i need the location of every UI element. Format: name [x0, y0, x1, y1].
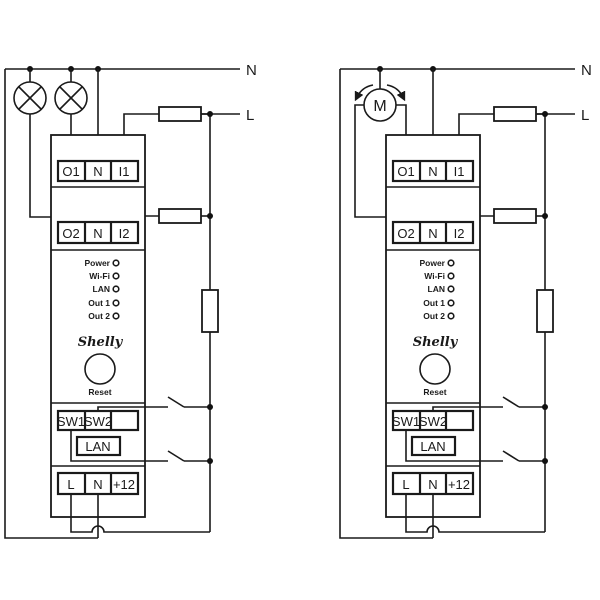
neutral-return-wire: [339, 69, 433, 539]
led-icon: [112, 272, 120, 280]
led-label-wifi: Wi-Fi: [89, 271, 110, 281]
live-label: L: [581, 107, 589, 124]
terminal-l: L: [67, 477, 74, 492]
wire-power-live: [405, 494, 545, 533]
terminal-block-switch: SW1 SW2: [391, 409, 475, 432]
rotation-left-arrow-icon: [354, 84, 374, 102]
lan-port: [75, 435, 122, 457]
terminal-i1: I1: [454, 164, 465, 179]
led-label-out2: Out 2: [423, 311, 445, 321]
fuse-2: [493, 208, 537, 224]
switch-1: [502, 396, 520, 408]
reset-label: Reset: [423, 387, 446, 397]
terminal-i2: I2: [119, 226, 130, 241]
led-label-out2: Out 2: [88, 311, 110, 321]
led-icon: [112, 285, 120, 293]
terminal-sw1: SW1: [57, 414, 85, 429]
terminal-block-switch: SW1 SW2: [56, 409, 140, 432]
shelly-logo: Shelly: [78, 335, 124, 350]
lan-port: [410, 435, 457, 457]
terminal-n: N: [93, 477, 102, 492]
led-icon: [112, 259, 120, 267]
switch-2: [167, 450, 185, 462]
led-panel: Power Wi-Fi LAN Out 1 Out 2: [419, 258, 455, 321]
terminal-n: N: [428, 226, 437, 241]
led-icon: [447, 259, 455, 267]
lamp-1: [13, 69, 47, 115]
led-label-lan: LAN: [428, 284, 445, 294]
led-icon: [447, 299, 455, 307]
led-label-out1: Out 1: [423, 298, 445, 308]
neutral-label: N: [246, 62, 257, 79]
terminal-sw2: SW2: [84, 414, 112, 429]
terminal-o1: O1: [62, 164, 79, 179]
terminal-n: N: [428, 164, 437, 179]
reset-button: [84, 353, 116, 385]
terminal-sw2: SW2: [419, 414, 447, 429]
led-label-wifi: Wi-Fi: [424, 271, 445, 281]
terminal-plus12: +12: [448, 477, 470, 492]
led-label-lan: LAN: [93, 284, 110, 294]
device-housing: [50, 134, 146, 518]
shelly-logo: Shelly: [413, 335, 459, 350]
terminal-n: N: [93, 226, 102, 241]
wire-power-live: [70, 494, 210, 533]
reset-label: Reset: [88, 387, 111, 397]
terminal-block-power: L N +12: [391, 471, 475, 496]
wire-sw1: [70, 430, 168, 462]
terminal-block-top: O1 N I1: [56, 159, 140, 183]
led-icon: [447, 272, 455, 280]
lamp-2: [54, 69, 88, 115]
terminal-n: N: [93, 164, 102, 179]
led-label-out1: Out 1: [88, 298, 110, 308]
fuse-3: [536, 289, 554, 333]
terminal-o2: O2: [397, 226, 414, 241]
terminal-l: L: [402, 477, 409, 492]
terminal-block-top: O1 N I1: [391, 159, 475, 183]
terminal-o2: O2: [62, 226, 79, 241]
diagram-motor: N L M: [339, 62, 592, 539]
terminal-plus12: +12: [113, 477, 135, 492]
terminal-sw1: SW1: [392, 414, 420, 429]
led-panel: Power Wi-Fi LAN Out 1 Out 2: [84, 258, 120, 321]
reset-button: [419, 353, 451, 385]
shelly-device: O1 N I1 O2 N I2 Power Wi-Fi LAN Out 1: [385, 134, 481, 518]
fuse-1: [493, 106, 537, 122]
motor-label: M: [373, 98, 386, 115]
neutral-return-wire: [4, 69, 98, 539]
led-icon: [447, 285, 455, 293]
lan-label: LAN: [420, 439, 445, 454]
lan-label: LAN: [85, 439, 110, 454]
led-icon: [112, 299, 120, 307]
wire-sw2: [97, 406, 168, 411]
terminal-block-power: L N +12: [56, 471, 140, 496]
wire-sw2: [432, 406, 503, 411]
fuse-2: [158, 208, 202, 224]
terminal-o1: O1: [397, 164, 414, 179]
device-housing: [385, 134, 481, 518]
live-label: L: [246, 107, 254, 124]
switch-2: [502, 450, 520, 462]
fuse-3: [201, 289, 219, 333]
terminal-n: N: [428, 477, 437, 492]
wire-sw1: [405, 430, 503, 462]
terminal-i1: I1: [119, 164, 130, 179]
fuse-1: [158, 106, 202, 122]
neutral-label: N: [581, 62, 592, 79]
led-icon: [112, 312, 120, 320]
terminal-block-mid: O2 N I2: [391, 220, 475, 245]
rotation-right-arrow-icon: [386, 84, 406, 102]
shelly-device: O1 N I1 O2 N I2 Power Wi-Fi LAN: [50, 134, 146, 518]
led-label-power: Power: [419, 258, 445, 268]
led-label-power: Power: [84, 258, 110, 268]
diagram-lamps: N L: [4, 62, 257, 539]
terminal-i2: I2: [454, 226, 465, 241]
led-icon: [447, 312, 455, 320]
terminal-block-mid: O2 N I2: [56, 220, 140, 245]
switch-1: [167, 396, 185, 408]
